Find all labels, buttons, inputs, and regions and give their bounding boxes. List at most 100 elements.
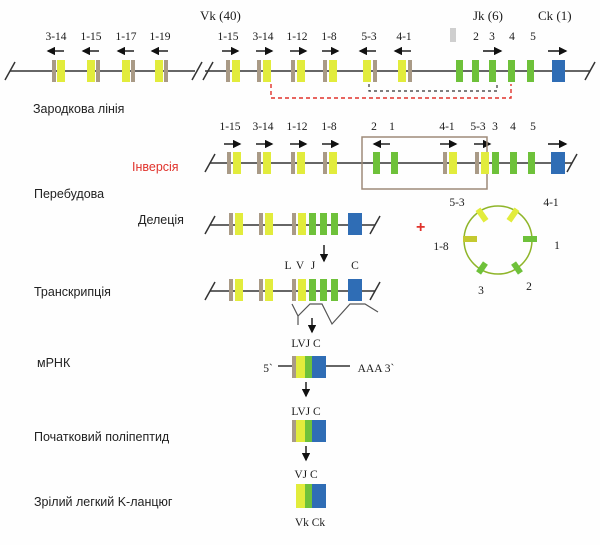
v-segment-pair [227,152,241,174]
germline-row: 3-14 1-15 1-17 1-19 1-15 3-14 1-12 1-8 5… [4,28,596,116]
segment-label: 5 [530,121,536,133]
segment-label: 1-17 [115,31,136,43]
v-segment-pair [229,213,243,235]
segment-label: 1 [389,121,395,133]
j-segment [492,152,499,174]
recombination-link-red [270,84,512,99]
break-mark [204,281,216,301]
segment-label: 3 [492,121,498,133]
c-block [312,420,326,442]
mature-header: VJ C [294,469,318,481]
j-block [305,420,312,442]
faded-j-marker [450,28,456,42]
segment-label: 5-3 [470,121,486,133]
j-segment [331,279,338,301]
excision-circle: + 5-3 4-1 1-8 1 3 2 [416,197,560,297]
v-block [296,484,305,508]
leader-block [292,356,296,378]
segment-label: 4-1 [439,121,455,133]
c-segment [348,279,362,301]
transcription-row: L V J C Транскрипція [34,260,381,334]
j-segment [508,60,515,82]
mature-footer: Vk Ck [295,517,326,529]
leader-block [292,420,296,442]
v-segment-pair [155,60,168,82]
j-segment [309,279,316,301]
segment-label: 5 [530,31,536,43]
break-mark [369,281,381,301]
mrna-header: LVJ C [291,338,321,350]
circle-label: 4-1 [543,197,559,209]
j-segment [320,213,327,235]
segment-label: 5-3 [361,31,377,43]
segment-label: 1-12 [286,31,307,43]
j-label: J [311,260,316,272]
c-block [312,484,326,508]
j-segment [528,152,535,174]
j-segment [309,213,316,235]
row-label-rearrangement: Перебудова [34,187,104,201]
v-segment-pair [291,60,305,82]
segment-label: 3 [489,31,495,43]
mrna-row: LVJ C 5` AAA 3` мРНК [37,338,395,398]
break-mark [566,153,578,173]
segment-label: 1-12 [286,121,307,133]
v-segment-pair [323,152,337,174]
vk-cluster-label: Vk (40) [200,8,241,23]
ck-cluster-label: Ck (1) [538,8,572,23]
segment-label: 1-15 [80,31,101,43]
j-block [305,356,312,378]
c-label: C [351,260,359,272]
mature-row: VJ C Vk Ck Зрілий легкий K-ланцюг [34,469,326,529]
j-segment [510,152,517,174]
inversion-row: 1-15 3-14 1-12 1-8 2 1 4-1 5-3 3 4 5 [34,121,578,201]
v-segment-pair [475,152,489,174]
v-segment-pair [398,60,412,82]
row-label-mature-chain: Зрілий легкий K-ланцюг [34,495,173,509]
row-label-germline: Зародкова лінія [33,102,124,116]
circle-segment [463,236,477,242]
j-segment [391,152,398,174]
segment-label: 2 [473,31,479,43]
row-label-transcription: Транскрипція [34,285,111,299]
break-mark [204,153,216,173]
circle-segment [475,207,489,223]
circle-segment [511,261,523,275]
plus-sign: + [416,219,425,236]
break-mark [204,215,216,235]
recombination-link-black [368,84,498,92]
v-segment-pair [257,60,271,82]
segment-label: 1-19 [149,31,170,43]
segment-label: 3-14 [252,31,273,43]
circle-segment [476,261,488,275]
segment-label: 1-15 [217,31,238,43]
row-label-mrna: мРНК [37,356,71,370]
v-segment-pair [291,152,305,174]
segment-label: 3-14 [45,31,66,43]
v-label: V [296,260,305,272]
segment-label: 4-1 [396,31,412,43]
c-segment [348,213,362,235]
five-prime-label: 5` [263,363,273,375]
v-segment-pair [229,279,243,301]
row-label-inversion: Інверсія [132,160,179,174]
v-segment-pair [323,60,337,82]
poly-a-tail: AAA 3` [358,363,395,375]
v-segment-pair [292,213,306,235]
circle-segment [523,236,537,242]
v-segment-pair [259,213,273,235]
j-segment [489,60,496,82]
circle-label: 2 [526,281,532,293]
deletion-row: Делеція [138,213,381,263]
jk-cluster-label: Jk (6) [473,8,503,23]
row-label-initial-polypeptide: Початковий поліпептид [34,430,170,444]
v-segment-pair [122,60,135,82]
j-segment [456,60,463,82]
v-segment-pair [87,60,100,82]
segment-label: 2 [371,121,377,133]
c-segment [552,60,565,82]
c-block [312,356,326,378]
segment-label: 1-15 [219,121,240,133]
